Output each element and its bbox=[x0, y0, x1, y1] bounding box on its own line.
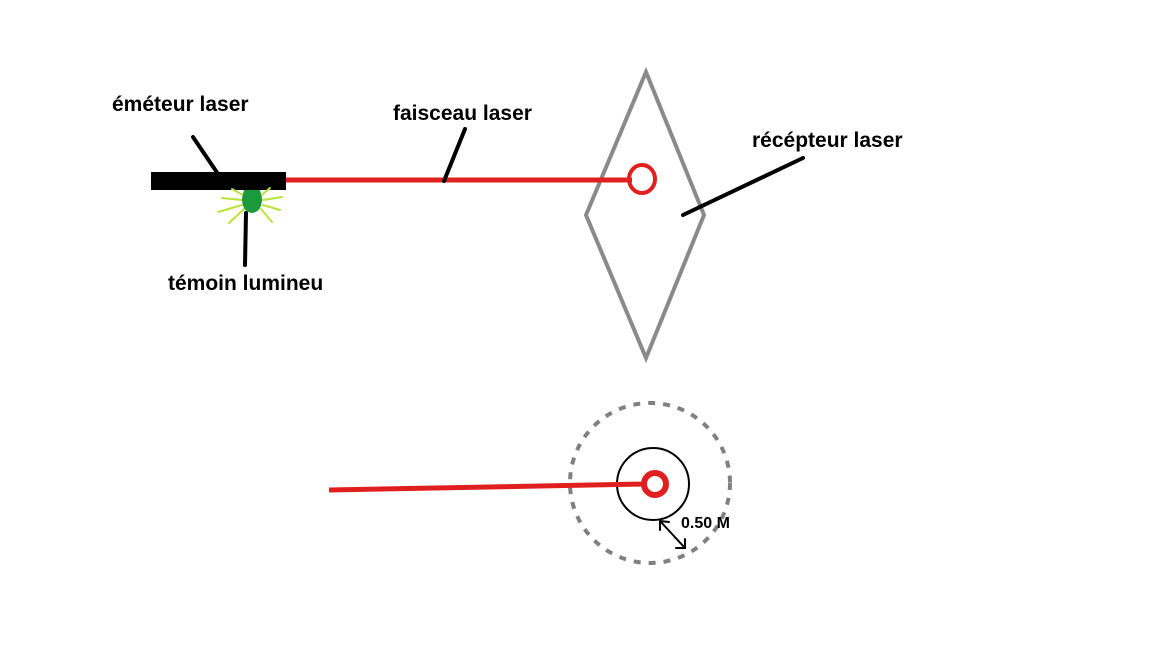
indicator-label: témoin lumineu bbox=[168, 272, 324, 295]
leader-lines bbox=[191, 127, 805, 267]
distance-label: 0.50 M bbox=[681, 515, 730, 532]
receiver-label: récépteur laser bbox=[752, 129, 903, 152]
receiver-target-ring-bottom bbox=[641, 470, 669, 498]
indicator-led bbox=[242, 190, 262, 213]
indicator-leader bbox=[243, 211, 248, 267]
receiver-diamond bbox=[583, 66, 707, 364]
receiver-target-ring bbox=[627, 163, 657, 195]
emitter-bar bbox=[151, 172, 286, 190]
beam-label: faisceau laser bbox=[393, 102, 532, 125]
beam-leader bbox=[442, 127, 467, 183]
emitter-leader bbox=[191, 135, 220, 176]
range-dashed-circle bbox=[568, 401, 732, 565]
receiver-leader bbox=[681, 156, 805, 217]
laser-beam-bottom bbox=[328, 481, 646, 493]
indicator-glow bbox=[217, 187, 283, 224]
emitter-label: éméteur laser bbox=[112, 93, 249, 116]
distance-arrow bbox=[659, 519, 686, 549]
